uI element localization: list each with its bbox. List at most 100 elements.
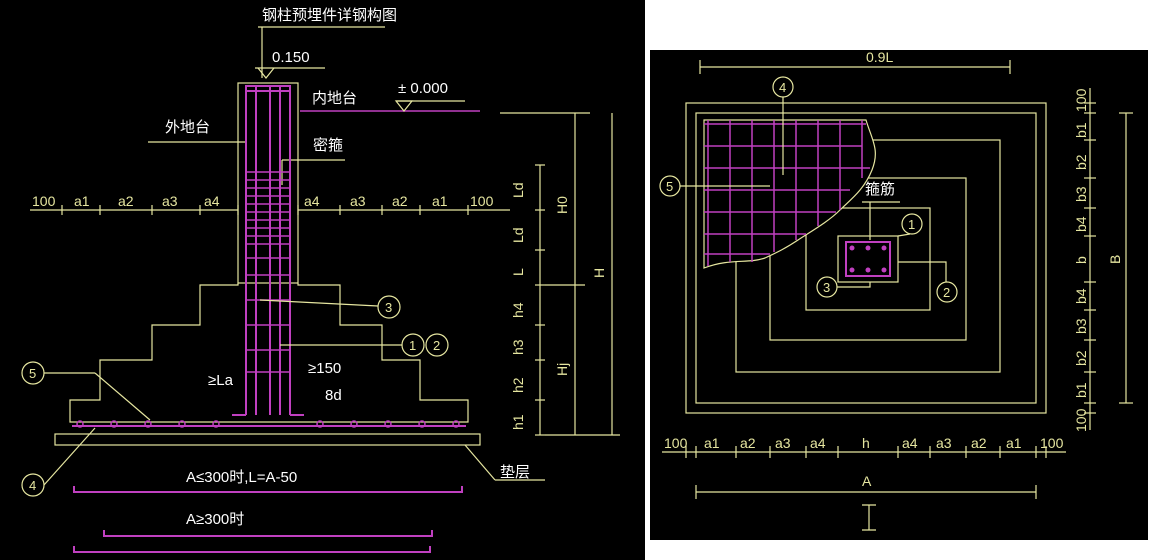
dim-A: A: [862, 473, 872, 489]
right-callout-1: 1: [901, 213, 923, 235]
svg-text:5: 5: [666, 179, 673, 194]
column-stirrup: [845, 241, 891, 277]
dim-h1: h1: [510, 414, 526, 430]
bdim-100-r: 100: [1040, 435, 1064, 451]
bdim-a2-r: a2: [971, 435, 987, 451]
dim-ld-2: Ld: [510, 227, 526, 243]
bdim-100-l: 100: [664, 435, 688, 451]
dim-left-a4: a4: [204, 193, 220, 209]
note-a-le-300: A≤300时,L=A-50: [186, 469, 297, 486]
dim-H0: H0: [554, 196, 570, 214]
stepped-footing-outline: [69, 283, 469, 423]
bottom-mesh-rebar: [704, 120, 870, 266]
bdim-a3-l: a3: [775, 435, 791, 451]
rdim-b2-b: b2: [1073, 350, 1089, 366]
dim-left-100: 100: [32, 193, 56, 209]
top-dim-label: 0.9L: [866, 49, 893, 65]
left-callout-1: 1: [401, 333, 425, 357]
dim-left-a1: a1: [74, 193, 90, 209]
column-outline: [837, 235, 899, 283]
anchor-la: ≥La: [208, 372, 234, 389]
dim-right-a4: a4: [304, 193, 320, 209]
bdim-a4-r: a4: [902, 435, 918, 451]
cushion-leader: [464, 444, 496, 481]
right-callout-3-leader: [837, 282, 871, 288]
note-2-rebar-b: [73, 546, 431, 553]
callout-4-leader: [43, 427, 96, 486]
dim-ld-1: Ld: [510, 182, 526, 198]
dim-right-a3: a3: [350, 193, 366, 209]
dim-B: B: [1107, 255, 1123, 264]
right-callout-2-leader: [898, 261, 947, 282]
rdim-b2-t: b2: [1073, 154, 1089, 170]
rdim-b1-t: b1: [1073, 122, 1089, 138]
dim-H: H: [591, 268, 607, 278]
section-title: 钢柱预埋件详钢构图: [262, 7, 397, 24]
right-dim-ticks: [1084, 102, 1096, 414]
elevation-top-marker: [257, 67, 275, 79]
note-a-ge-300: A≥300时: [186, 511, 244, 528]
svg-text:5: 5: [29, 366, 36, 381]
svg-text:3: 3: [385, 300, 392, 315]
dim-right-100: 100: [470, 193, 494, 209]
plan-step-outer: [685, 102, 1047, 414]
bdim-a1-l: a1: [704, 435, 720, 451]
bdim-a3-r: a3: [936, 435, 952, 451]
callout-3-leader: [259, 299, 379, 307]
bottom-dim-ticks: [685, 446, 1047, 458]
inner-ground-label: 内地台: [312, 90, 357, 107]
note-1-rebar: [73, 486, 463, 493]
column-pier: [237, 82, 299, 284]
elevation-zero: ± 0.000: [398, 80, 448, 97]
left-foundation-section: 钢柱预埋件详钢构图 0.150 内地台 ± 0.000 外地台 密箍: [21, 7, 620, 553]
svg-text:2: 2: [433, 338, 440, 353]
dim-h2: h2: [510, 377, 526, 393]
rdim-b: b: [1073, 256, 1089, 264]
dim-right-a1: a1: [432, 193, 448, 209]
left-panel-background: [0, 0, 645, 560]
bdim-h: h: [862, 435, 870, 451]
dim-right-a2: a2: [392, 193, 408, 209]
bdim-a1-r: a1: [1006, 435, 1022, 451]
plan-step-4: [805, 207, 931, 311]
rdim-b3-t: b3: [1073, 186, 1089, 202]
dim-left-a3: a3: [162, 193, 178, 209]
right-callout-2: 2: [936, 281, 958, 303]
rdim-b3-b: b3: [1073, 318, 1089, 334]
svg-text:3: 3: [823, 280, 830, 295]
anchor-150: ≥150: [308, 360, 341, 377]
outer-ground-label: 外地台: [165, 119, 210, 136]
elevation-top: 0.150: [272, 49, 310, 66]
dense-stirrup-label: 密箍: [313, 137, 343, 154]
svg-text:1: 1: [409, 338, 416, 353]
section-mark-I: [862, 504, 876, 531]
svg-text:1: 1: [908, 217, 915, 232]
cushion-label: 垫层: [500, 464, 530, 481]
bottom-rebar-dots: [76, 420, 460, 428]
svg-text:4: 4: [779, 80, 786, 95]
dim-h3: h3: [510, 339, 526, 355]
rdim-b4-b: b4: [1073, 288, 1089, 304]
right-callout-1-leader: [897, 233, 911, 237]
dim-h4: h4: [510, 302, 526, 318]
cushion-layer: [54, 433, 481, 446]
left-callout-2: 2: [425, 333, 449, 357]
plan-step-1: [695, 112, 1037, 404]
bdim-a4-l: a4: [810, 435, 826, 451]
note-2-rebar-a: [103, 530, 433, 537]
dim-left-a2: a2: [118, 193, 134, 209]
callout-5-leader-d: [94, 372, 151, 421]
rdim-100-t: 100: [1073, 88, 1089, 112]
column-bars: [849, 245, 887, 273]
anchor-8d: 8d: [325, 387, 342, 404]
stirrup-label: 箍筋: [865, 181, 895, 198]
bdim-a2-l: a2: [740, 435, 756, 451]
rdim-b1-b: b1: [1073, 382, 1089, 398]
vertical-dim-ticks: [535, 164, 545, 436]
dim-ticks-left: [61, 205, 469, 215]
svg-text:4: 4: [29, 478, 36, 493]
column-rebar-cage: [232, 85, 304, 416]
right-foundation-plan: 0.9L 箍筋 4 5: [659, 49, 1133, 531]
rdim-b4-t: b4: [1073, 216, 1089, 232]
